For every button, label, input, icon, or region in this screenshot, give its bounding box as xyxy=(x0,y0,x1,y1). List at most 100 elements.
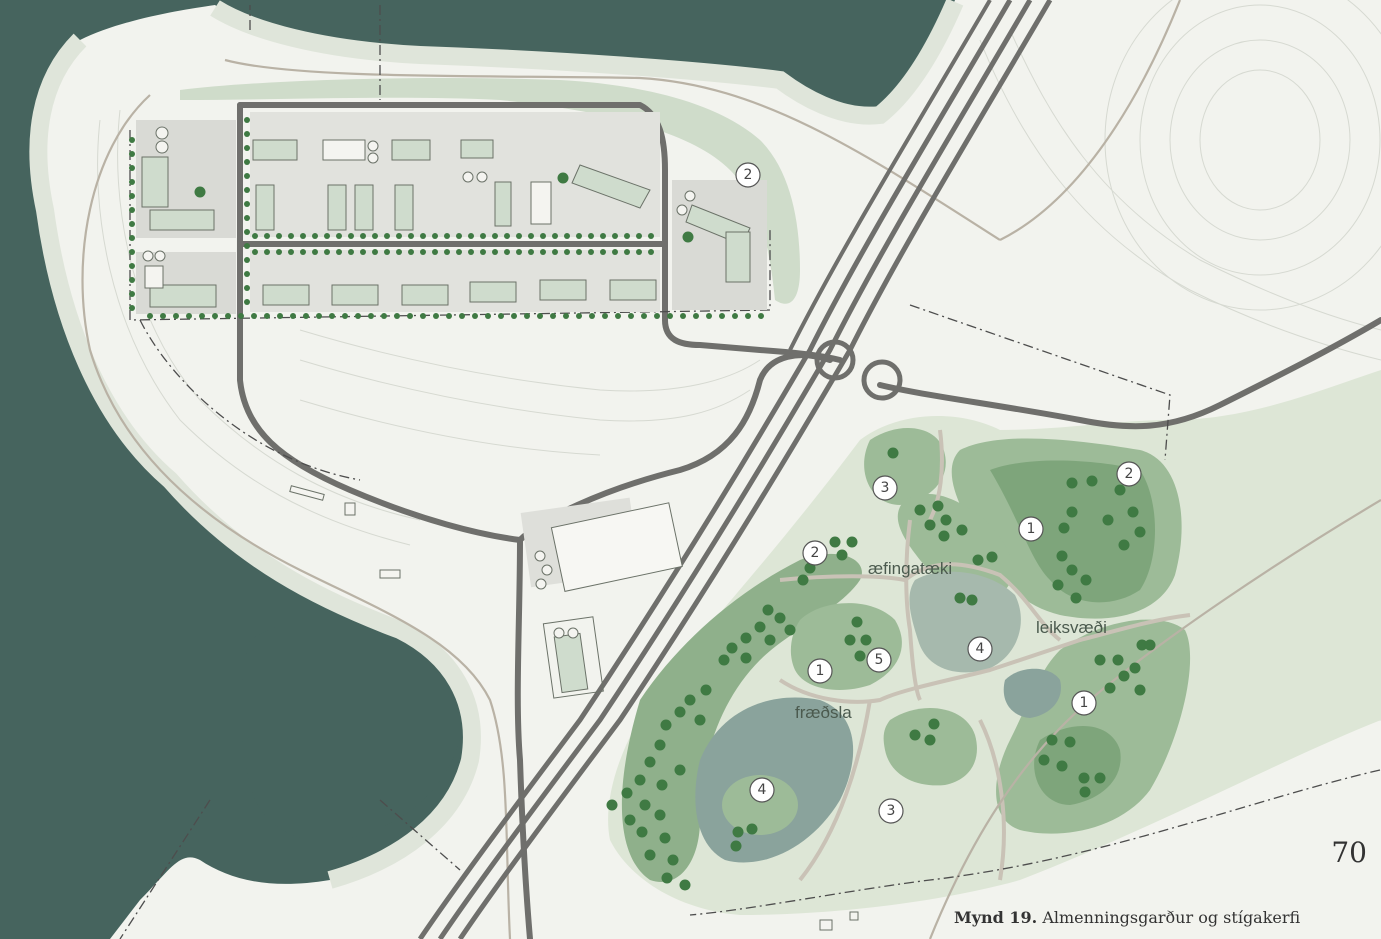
tree xyxy=(303,313,309,319)
local-roads xyxy=(237,102,1381,939)
tree xyxy=(1079,786,1091,798)
tree xyxy=(348,233,354,239)
tree xyxy=(316,313,322,319)
tree xyxy=(588,249,594,255)
tree xyxy=(264,249,270,255)
tree xyxy=(644,849,656,861)
tree xyxy=(396,249,402,255)
tree xyxy=(384,233,390,239)
tree xyxy=(1066,564,1078,576)
tree xyxy=(264,313,270,319)
badge-number: 4 xyxy=(976,641,985,657)
tree xyxy=(244,117,250,123)
tree xyxy=(276,249,282,255)
tree xyxy=(432,233,438,239)
tree xyxy=(754,621,766,633)
figure-caption: Mynd 19. Almenningsgarður og stígakerfi xyxy=(954,908,1300,927)
tree xyxy=(1118,670,1130,682)
label-fraedsla: fræðsla xyxy=(795,703,852,722)
tree xyxy=(160,313,166,319)
tree xyxy=(1056,550,1068,562)
tree xyxy=(774,612,786,624)
tree xyxy=(550,313,556,319)
tree xyxy=(732,313,738,319)
tree xyxy=(244,299,250,305)
tree xyxy=(276,233,282,239)
badge: 1 xyxy=(1018,516,1044,542)
tree xyxy=(288,249,294,255)
water-bay xyxy=(240,613,464,841)
tree xyxy=(914,504,926,516)
tree xyxy=(1104,682,1116,694)
tree xyxy=(887,447,899,459)
tree xyxy=(656,779,668,791)
tree xyxy=(667,854,679,866)
tree xyxy=(300,233,306,239)
tree xyxy=(909,729,921,741)
tree xyxy=(954,592,966,604)
zone-east-dark xyxy=(1034,726,1121,805)
badge-number: 1 xyxy=(1080,695,1089,711)
badge: 4 xyxy=(749,777,775,803)
tree xyxy=(1078,772,1090,784)
tree xyxy=(244,159,250,165)
tree xyxy=(355,313,361,319)
tree xyxy=(679,879,691,891)
tree xyxy=(576,249,582,255)
tree xyxy=(764,634,776,646)
tree xyxy=(485,313,491,319)
tree xyxy=(844,634,856,646)
tree xyxy=(336,233,342,239)
tree xyxy=(621,787,633,799)
tree xyxy=(360,233,366,239)
tree xyxy=(511,313,517,319)
tree xyxy=(329,313,335,319)
tree xyxy=(244,257,250,263)
tree xyxy=(244,201,250,207)
tree xyxy=(1070,592,1082,604)
tree xyxy=(1066,477,1078,489)
badge: 3 xyxy=(878,798,904,824)
badge-number: 3 xyxy=(887,803,896,819)
badge: 2 xyxy=(735,162,761,188)
tree xyxy=(480,233,486,239)
buildings xyxy=(141,139,751,308)
tree xyxy=(726,642,738,654)
tree xyxy=(589,313,595,319)
tree xyxy=(660,719,672,731)
tree xyxy=(600,233,606,239)
tree xyxy=(432,249,438,255)
tree xyxy=(516,233,522,239)
tree xyxy=(624,814,636,826)
tree xyxy=(381,313,387,319)
tree xyxy=(225,313,231,319)
industrial-buildings xyxy=(289,485,859,931)
badge-number: 5 xyxy=(875,652,884,668)
tree xyxy=(420,249,426,255)
zone-center xyxy=(897,493,1013,601)
tree xyxy=(762,604,774,616)
tree xyxy=(420,233,426,239)
tree xyxy=(700,684,712,696)
road-village-west xyxy=(237,102,523,543)
tree xyxy=(986,551,998,563)
tree xyxy=(528,233,534,239)
tree xyxy=(641,313,647,319)
tree xyxy=(636,233,642,239)
tree xyxy=(244,229,250,235)
tree xyxy=(758,313,764,319)
tree xyxy=(624,249,630,255)
badge: 4 xyxy=(967,636,993,662)
tree xyxy=(938,530,950,542)
tree xyxy=(860,634,872,646)
tree xyxy=(624,233,630,239)
badge: 3 xyxy=(872,475,898,501)
badge-number: 4 xyxy=(758,782,767,798)
tree xyxy=(368,313,374,319)
tree xyxy=(684,694,696,706)
badge: 1 xyxy=(1071,690,1097,716)
caption-prefix: Mynd 19. xyxy=(954,908,1038,927)
tree xyxy=(456,249,462,255)
